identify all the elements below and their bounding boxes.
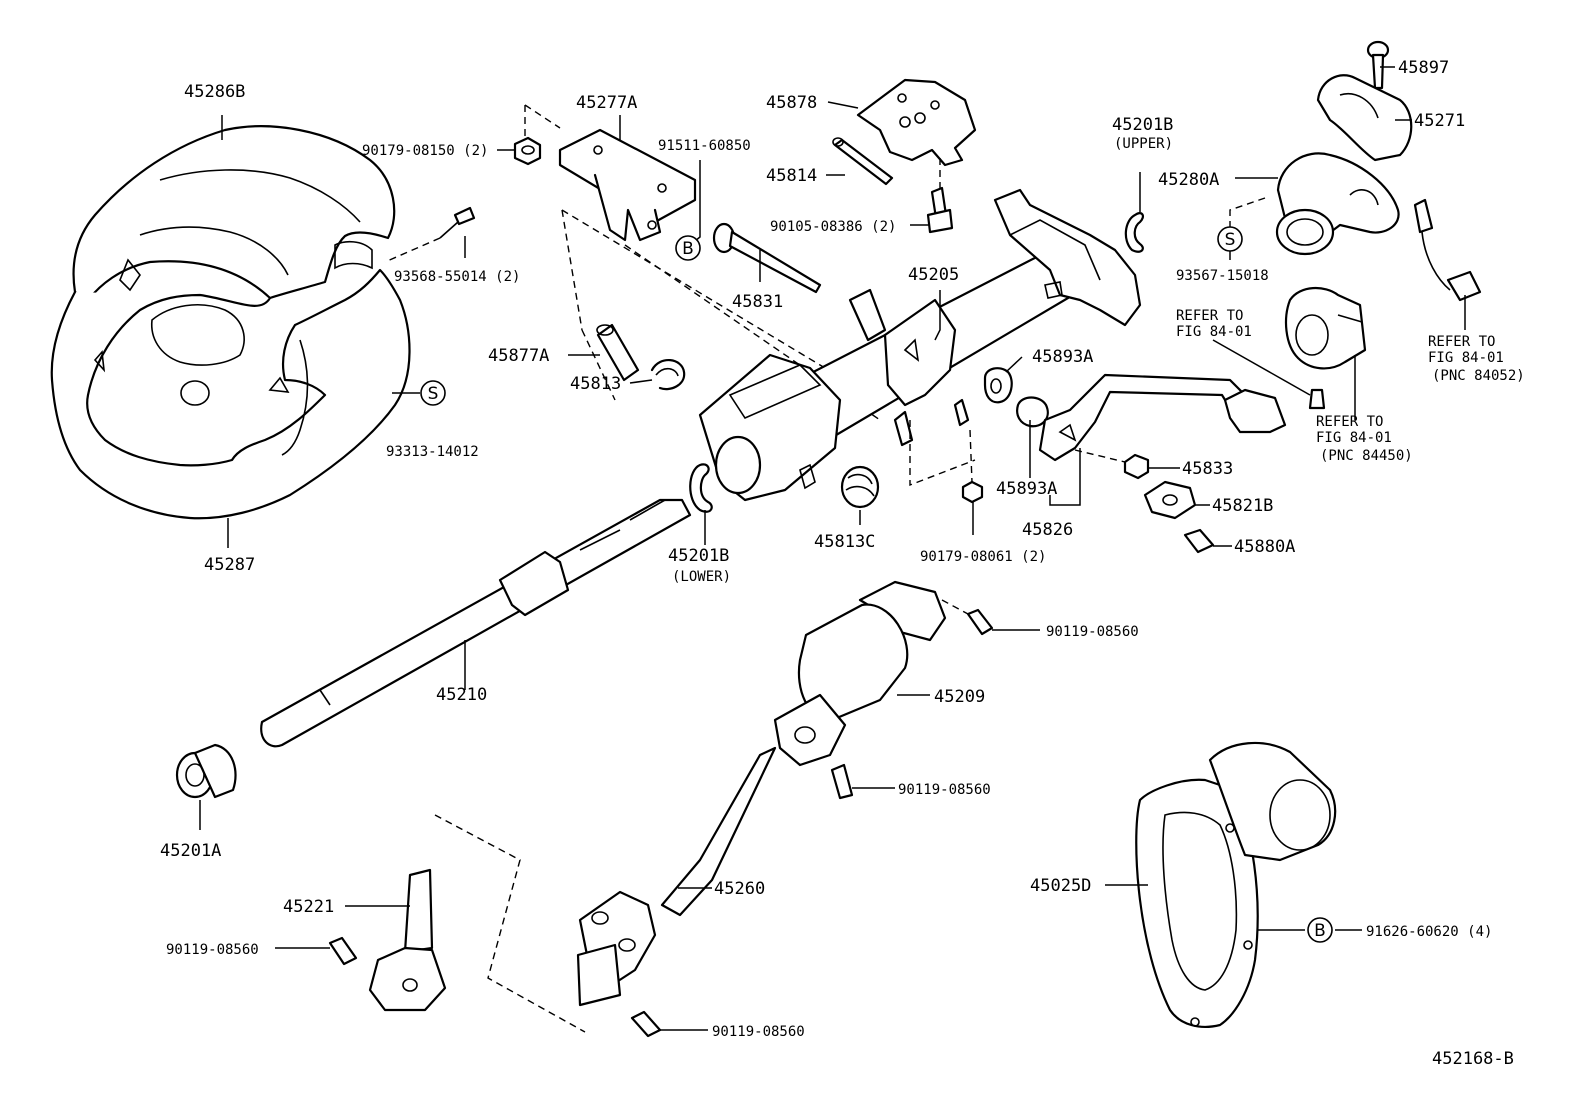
label-refer-3a: REFER TO — [1428, 334, 1495, 350]
label-45813C: 45813C — [814, 532, 875, 552]
nut-45833 — [1123, 453, 1150, 480]
label-45826: 45826 — [1022, 520, 1073, 540]
label-45831: 45831 — [732, 292, 783, 312]
bushing-45893A-bottom — [1016, 396, 1049, 428]
circle-mark-s-1: S — [420, 380, 446, 406]
label-45813: 45813 — [570, 374, 621, 394]
housing-45280A — [1275, 152, 1400, 256]
bolt-90119-a — [966, 608, 994, 636]
label-45880A: 45880A — [1234, 537, 1295, 557]
bolt-90119-c — [328, 936, 358, 966]
bushing-45201A — [175, 743, 237, 799]
label-45025D: 45025D — [1030, 876, 1091, 896]
bolt-90119-d — [630, 1010, 662, 1038]
connector-wire — [1413, 198, 1482, 302]
label-45897: 45897 — [1398, 58, 1449, 78]
screw-93568 — [384, 206, 476, 263]
label-upper: (UPPER) — [1114, 136, 1173, 152]
label-refer-1b: FIG 84-01 — [1176, 324, 1252, 340]
upper-column-cover — [72, 125, 396, 302]
label-refer-3c: (PNC 84052) — [1432, 368, 1525, 384]
svg-text:B: B — [682, 239, 694, 259]
bracket-45878 — [856, 78, 977, 167]
label-45877A: 45877A — [488, 346, 549, 366]
label-45210: 45210 — [436, 685, 487, 705]
label-refer-2a: REFER TO — [1316, 414, 1383, 430]
figure-number: 452168-B — [1432, 1049, 1514, 1069]
label-45209: 45209 — [934, 687, 985, 707]
label-93568: 93568-55014 (2) — [394, 269, 520, 285]
part-labels: 45286B 45287 93568-55014 (2) 93313-14012… — [160, 58, 1525, 1069]
bolt-90119-b — [830, 763, 854, 800]
label-45277A: 45277A — [576, 93, 637, 113]
column-cover-assembly — [50, 125, 411, 520]
label-45287: 45287 — [204, 555, 255, 575]
label-45280A: 45280A — [1158, 170, 1219, 190]
label-90179-08061: 90179-08061 (2) — [920, 549, 1046, 565]
circle-mark-b-1: B — [675, 235, 701, 261]
label-90119-b: 90119-08560 — [898, 782, 991, 798]
label-45286B: 45286B — [184, 82, 245, 102]
svg-text:S: S — [428, 384, 439, 404]
svg-text:B: B — [1314, 921, 1326, 941]
main-shaft-45210 — [260, 498, 692, 748]
circle-mark-s-2: S — [1217, 226, 1243, 252]
label-45878: 45878 — [766, 93, 817, 113]
snap-ring-lower — [689, 463, 713, 513]
spring-45813 — [650, 359, 686, 391]
label-45201A: 45201A — [160, 841, 221, 861]
label-45205: 45205 — [908, 265, 959, 285]
intermediate-shaft-45209 — [773, 580, 947, 767]
svg-text:S: S — [1225, 230, 1236, 250]
label-45260: 45260 — [714, 879, 765, 899]
label-90179-08150: 90179-08150 (2) — [362, 143, 488, 159]
label-90119-c: 90119-08560 — [166, 942, 259, 958]
plate-45821B — [1143, 480, 1197, 520]
bolt-90105 — [926, 186, 954, 234]
label-45814: 45814 — [766, 166, 817, 186]
snap-ring-upper — [1124, 212, 1144, 253]
lower-shaft-45260 — [576, 746, 777, 1007]
lever-45826 — [1038, 373, 1287, 462]
label-refer-2b: FIG 84-01 — [1316, 430, 1392, 446]
label-93567: 93567-15018 — [1176, 268, 1269, 284]
bracket-45277A — [558, 128, 697, 242]
lower-column-cover — [50, 268, 411, 520]
label-45201B-lower: 45201B — [668, 546, 729, 566]
label-45893A-top: 45893A — [1032, 347, 1093, 367]
label-91626: 91626-60620 (4) — [1366, 924, 1492, 940]
label-45821B: 45821B — [1212, 496, 1273, 516]
label-45201B-upper: 45201B — [1112, 115, 1173, 135]
spring-45813C — [840, 465, 880, 509]
screw-45897 — [1366, 40, 1390, 90]
label-90105: 90105-08386 (2) — [770, 219, 896, 235]
clamp-45271 — [1316, 74, 1413, 162]
bolt-45880A — [1183, 528, 1215, 554]
label-90119-a: 90119-08560 — [1046, 624, 1139, 640]
label-90119-d: 90119-08560 — [712, 1024, 805, 1040]
boot-45025D — [1135, 741, 1337, 1028]
label-refer-1a: REFER TO — [1176, 308, 1243, 324]
bolt-45814 — [832, 137, 894, 186]
label-refer-3b: FIG 84-01 — [1428, 350, 1504, 366]
screw-refer — [1308, 388, 1326, 410]
label-45833: 45833 — [1182, 459, 1233, 479]
bolt-45831 — [712, 222, 822, 294]
label-91511: 91511-60850 — [658, 138, 751, 154]
bushing-45893A-top — [983, 367, 1013, 404]
circle-mark-b-2: B — [1307, 917, 1333, 943]
ignition-switch — [1284, 287, 1367, 370]
label-45271: 45271 — [1414, 111, 1465, 131]
label-lower: (LOWER) — [672, 569, 731, 585]
pin-45877A — [596, 323, 640, 382]
steering-column-45205 — [698, 188, 1142, 502]
shaft-45221 — [368, 868, 447, 1012]
label-93313: 93313-14012 — [386, 444, 479, 460]
label-45221: 45221 — [283, 897, 334, 917]
label-45893A-bottom: 45893A — [996, 479, 1057, 499]
nut-90179-08150 — [513, 136, 542, 166]
nut-90179-08061 — [961, 480, 984, 504]
label-refer-2c: (PNC 84450) — [1320, 448, 1413, 464]
